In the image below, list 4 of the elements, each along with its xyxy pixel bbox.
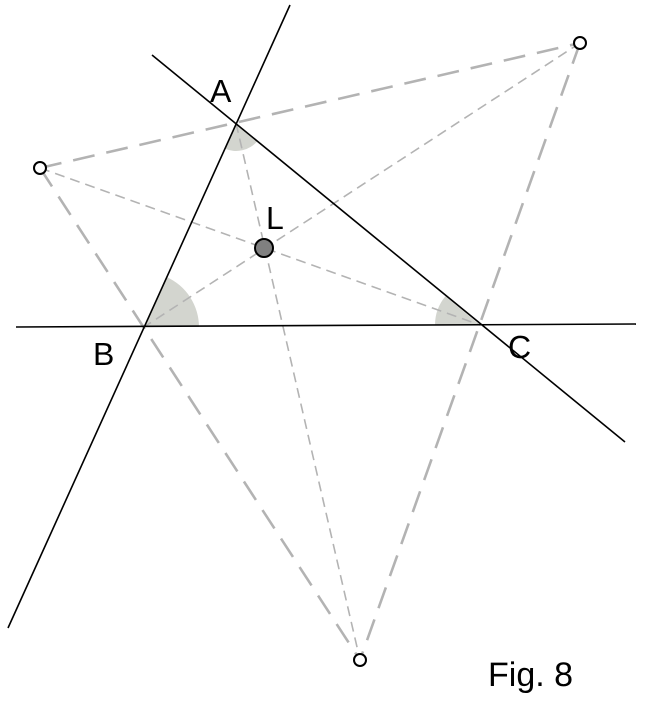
figure-caption: Fig. 8 xyxy=(488,658,574,692)
point-label: A xyxy=(210,75,232,107)
point-label: L xyxy=(266,202,284,234)
point-label: B xyxy=(93,338,114,370)
